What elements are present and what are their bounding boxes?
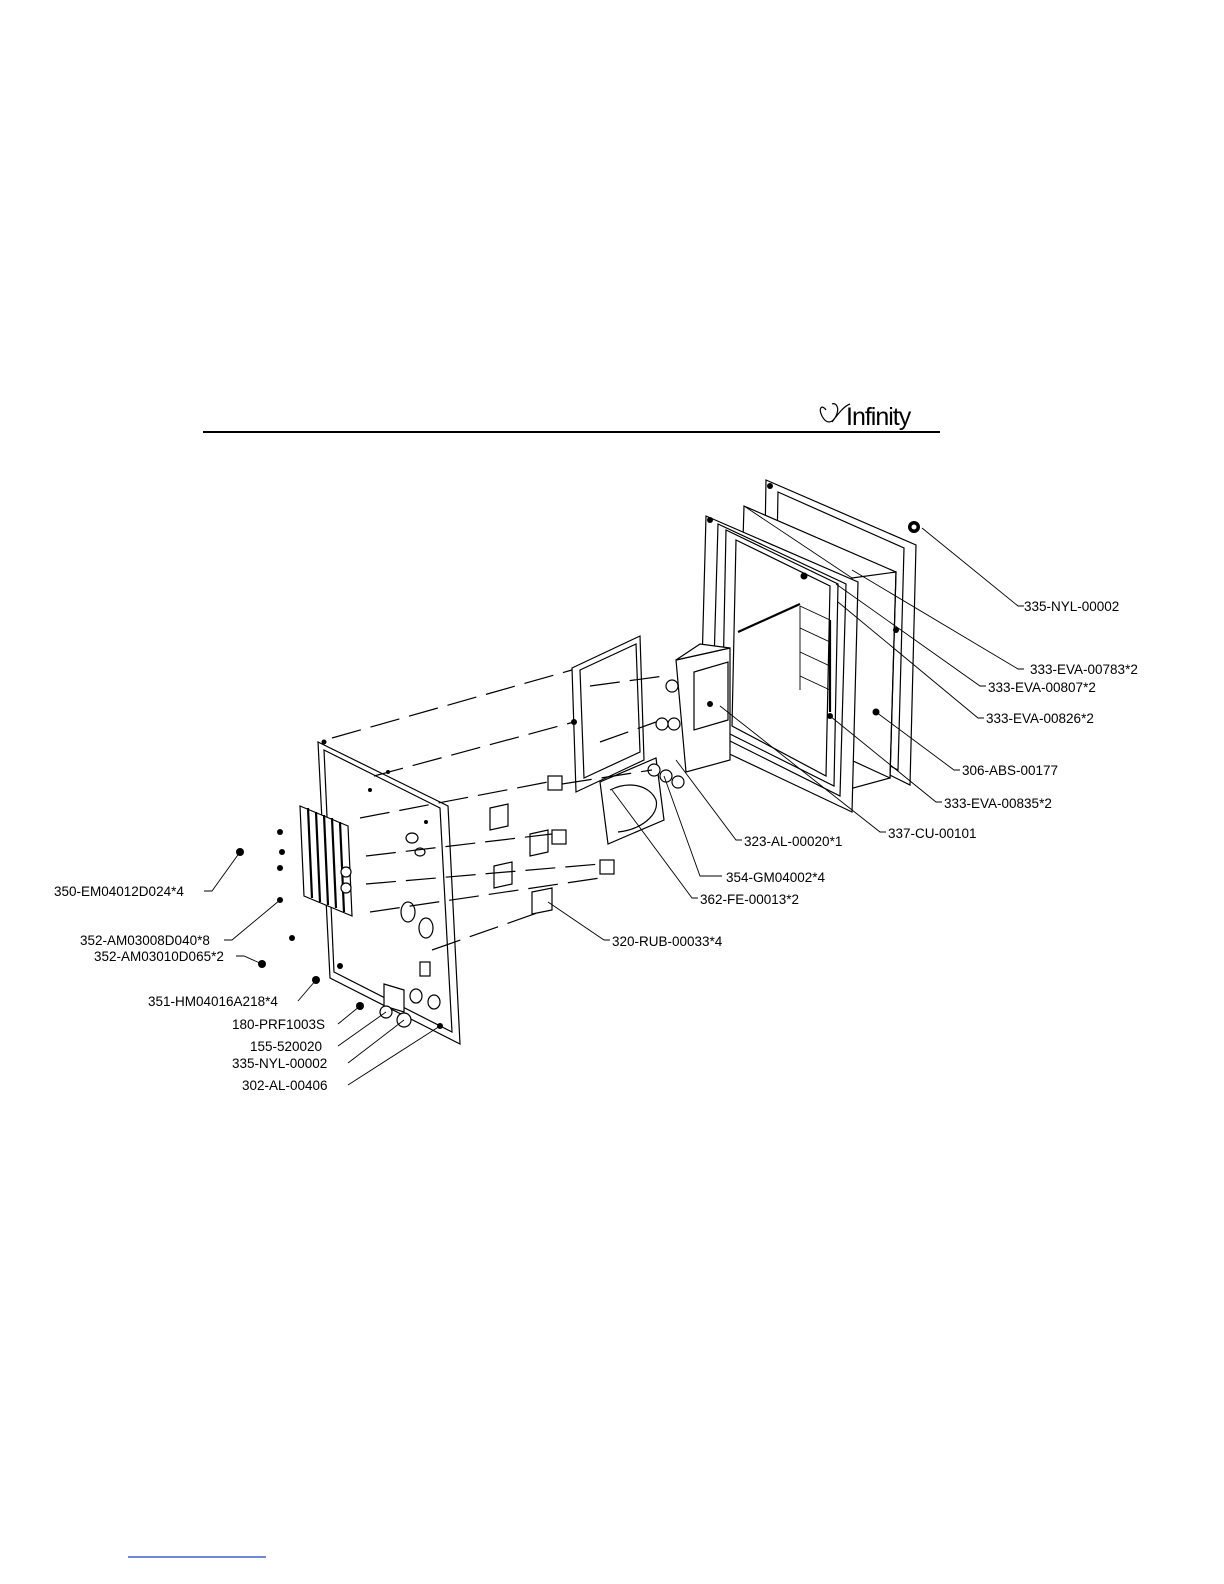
label-180-prf: 180-PRF1003S: [232, 1017, 325, 1032]
label-333-eva-783: 333-EVA-00783*2: [1030, 662, 1138, 677]
amplifier-pcb-assembly: [548, 636, 730, 874]
logo-text: Infinity: [846, 403, 912, 431]
label-333-eva-826: 333-EVA-00826*2: [986, 711, 1094, 726]
label-351-hm: 351-HM04016A218*4: [148, 994, 278, 1009]
label-350-em: 350-EM04012D024*4: [54, 884, 184, 899]
label-306-abs: 306-ABS-00177: [962, 763, 1058, 778]
logo-swoosh-icon: [820, 404, 837, 422]
label-335-nyl-bottom: 335-NYL-00002: [232, 1056, 327, 1071]
label-302-al: 302-AL-00406: [242, 1078, 328, 1093]
label-155: 155-520020: [250, 1039, 322, 1054]
label-323-al: 323-AL-00020*1: [744, 834, 842, 849]
label-335-nyl-top: 335-NYL-00002: [1024, 599, 1119, 614]
label-354-gm: 354-GM04002*4: [726, 870, 826, 885]
label-362-fe: 362-FE-00013*2: [700, 892, 799, 907]
brand-logo: Infinity: [820, 403, 911, 431]
rubber-pads: [490, 804, 552, 914]
label-352-am-010: 352-AM03010D065*2: [94, 949, 224, 964]
label-320-rub: 320-RUB-00033*4: [612, 934, 723, 949]
label-352-am-008: 352-AM03008D040*8: [80, 933, 210, 948]
label-337-cu: 337-CU-00101: [888, 826, 977, 841]
label-333-eva-835: 333-EVA-00835*2: [944, 796, 1052, 811]
label-333-eva-807: 333-EVA-00807*2: [988, 680, 1096, 695]
